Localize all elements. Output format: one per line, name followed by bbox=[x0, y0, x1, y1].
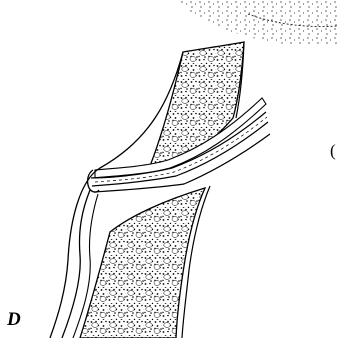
left-outline-inner bbox=[62, 190, 90, 338]
edge-label-fragment: ( bbox=[330, 142, 336, 159]
panel-label: D bbox=[7, 310, 21, 329]
top-stippled-mass bbox=[178, 0, 337, 46]
lower-bone-shaft bbox=[80, 188, 205, 338]
